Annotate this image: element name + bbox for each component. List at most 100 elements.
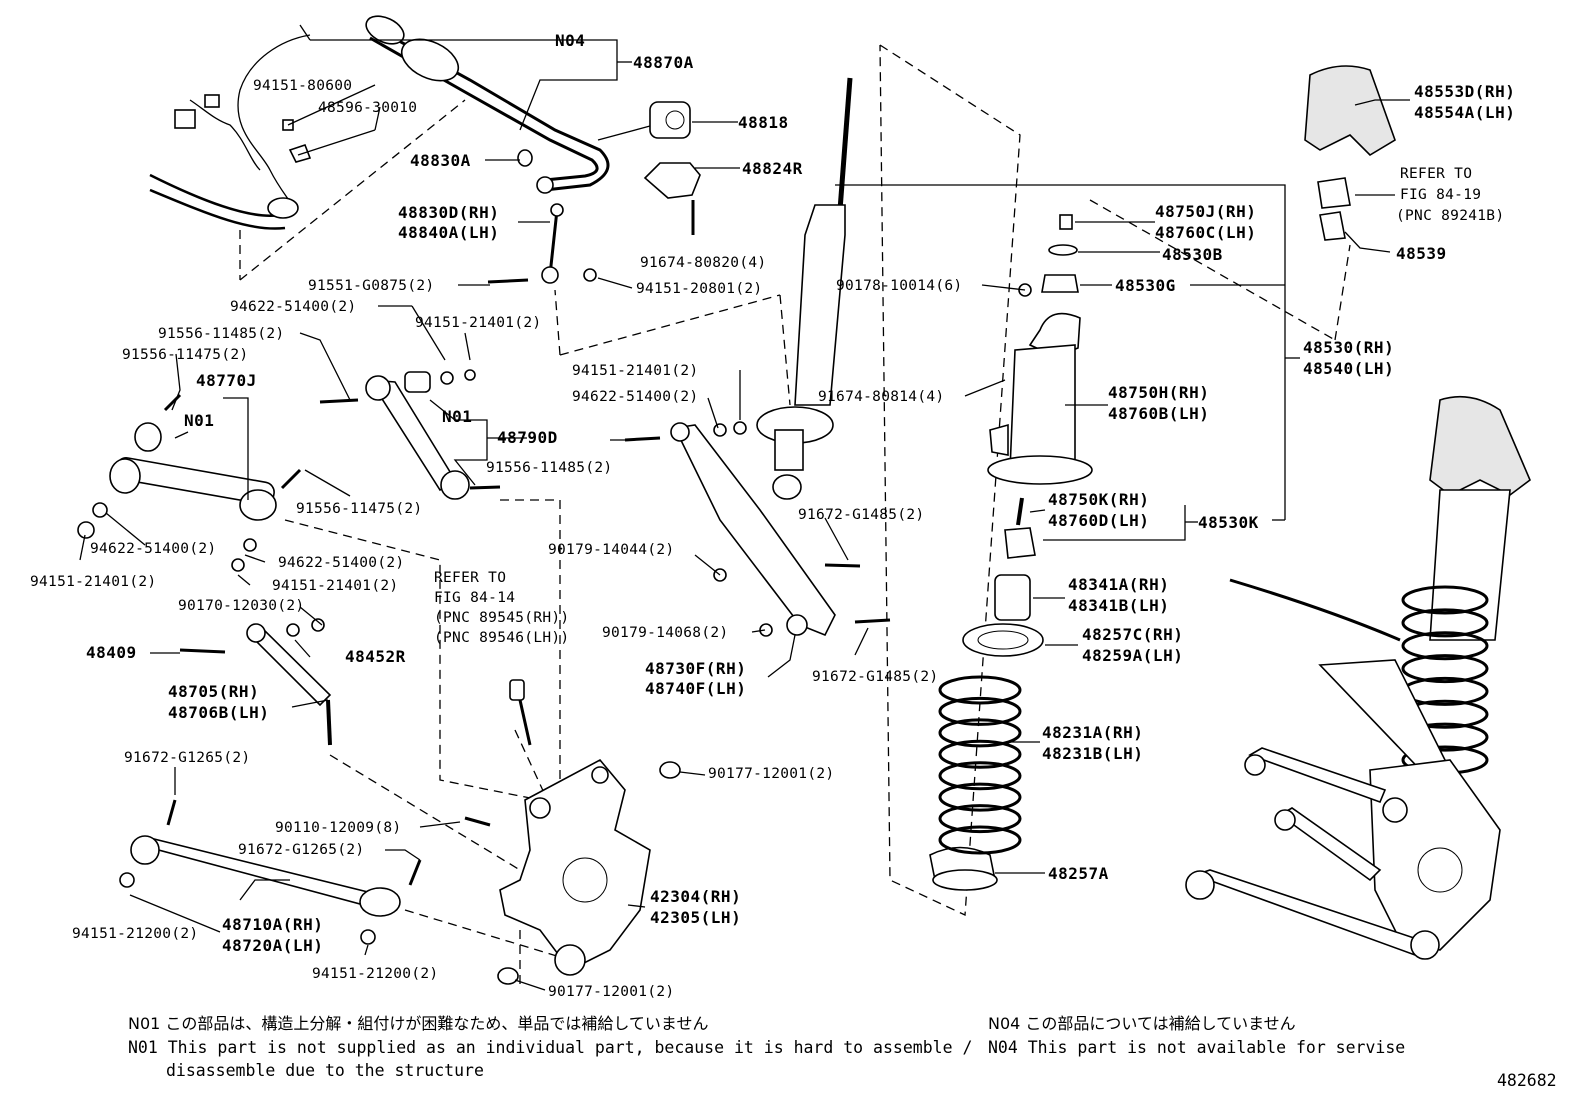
label-48760B-lh: 48760B(LH)	[1108, 404, 1209, 423]
label-48554A-lh: 48554A(LH)	[1414, 103, 1515, 122]
leader-lines	[79, 24, 1410, 991]
spring-coil-turn	[938, 804, 1022, 834]
label-48830A: 48830A	[410, 151, 471, 170]
refer-fig84-19-line2: FIG 84-19	[1400, 187, 1481, 203]
label-48760D-lh: 48760D(LH)	[1048, 511, 1149, 530]
toe-control-arm-48705	[179, 538, 332, 746]
label-91556-11485-a: 91556-11485(2)	[158, 326, 284, 342]
refer-fig84-19-line1: REFER TO	[1400, 166, 1472, 182]
label-48540-lh: 48540(LH)	[1303, 359, 1394, 378]
label-90178-10014: 90178-10014(6)	[836, 278, 962, 294]
label-90110-12009: 90110-12009(8)	[275, 820, 401, 836]
spring-coil-turn	[1401, 654, 1489, 684]
refer-fig84-19-line3: (PNC 89241B)	[1396, 208, 1504, 224]
label-48870A: 48870A	[633, 53, 694, 72]
label-48824R: 48824R	[742, 159, 803, 178]
spring-coil-turn	[938, 696, 1022, 726]
refer-fig84-14-line4: (PNC 89546(LH))	[434, 630, 569, 646]
label-94151-21200-a: 94151-21200(2)	[72, 926, 198, 942]
refer-fig84-14-line1: REFER TO	[434, 570, 506, 586]
label-90170-12030: 90170-12030(2)	[178, 598, 304, 614]
label-91672-g1265-a: 91672-G1265(2)	[124, 750, 250, 766]
note-n01-english-line1: N01 This part is not supplied as an indi…	[128, 1038, 972, 1057]
refer-fig84-14-line2: FIG 84-14	[434, 590, 515, 606]
label-48530G: 48530G	[1115, 276, 1176, 295]
spring-coil-turn	[938, 675, 1022, 705]
spring-coil-turn	[938, 825, 1022, 855]
label-91672-g1485-a: 91672-G1485(2)	[798, 507, 924, 523]
note-n01-english-line2: disassemble due to the structure	[166, 1061, 484, 1080]
label-48231B-lh: 48231B(LH)	[1042, 744, 1143, 763]
figure-number: 482682	[1497, 1071, 1557, 1090]
spring-coil-turn	[938, 761, 1022, 791]
label-48840A-lh: 48840A(LH)	[398, 223, 499, 242]
label-48790D: 48790D	[497, 428, 558, 447]
label-90179-14044: 90179-14044(2)	[548, 542, 674, 558]
label-n04: N04	[555, 31, 585, 50]
label-48341A-rh: 48341A(RH)	[1068, 575, 1169, 594]
label-48730F-rh: 48730F(RH)	[645, 659, 746, 678]
spring-coil-turn	[1401, 608, 1489, 638]
label-48750H-rh: 48750H(RH)	[1108, 383, 1209, 402]
note-n04-japanese: N04 この部品については補給していません	[988, 1014, 1296, 1033]
label-48750J-rh: 48750J(RH)	[1155, 202, 1256, 221]
upper-arm-48770J	[77, 393, 302, 539]
label-91556-11485-b: 91556-11485(2)	[486, 460, 612, 476]
stabilizer-link-48830D	[487, 203, 597, 284]
note-n04-english: N04 This part is not available for servi…	[988, 1038, 1405, 1057]
label-94151-21401-c: 94151-21401(2)	[272, 578, 398, 594]
refer-fig84-14-line3: (PNC 89545(RH))	[434, 610, 569, 626]
label-91672-g1485-b: 91672-G1485(2)	[812, 669, 938, 685]
label-94622-51400-d: 94622-51400(2)	[572, 389, 698, 405]
label-91551-g0875: 91551-G0875(2)	[308, 278, 434, 294]
label-91674-80814: 91674-80814(4)	[818, 389, 944, 405]
label-91556-11475-a: 91556-11475(2)	[122, 347, 248, 363]
label-94151-21401-b: 94151-21401(2)	[30, 574, 156, 590]
label-48596-30010: 48596-30010	[318, 100, 417, 116]
shock-absorber	[756, 77, 853, 500]
label-48770J: 48770J	[196, 371, 257, 390]
label-48539: 48539	[1396, 244, 1447, 263]
spring-coil-turn	[1401, 585, 1489, 615]
label-48760C-lh: 48760C(LH)	[1155, 223, 1256, 242]
label-48452R: 48452R	[345, 647, 406, 666]
label-94151-21401-d: 94151-21401(2)	[572, 363, 698, 379]
assembled-suspension-view	[1185, 65, 1531, 960]
label-94151-21401-a: 94151-21401(2)	[415, 315, 541, 331]
spring-coil-turn	[938, 739, 1022, 769]
label-90177-12001-a: 90177-12001(2)	[708, 766, 834, 782]
label-94622-51400-b: 94622-51400(2)	[90, 541, 216, 557]
label-48720A-lh: 48720A(LH)	[222, 936, 323, 955]
label-48830D-rh: 48830D(RH)	[398, 203, 499, 222]
label-48740F-lh: 48740F(LH)	[645, 679, 746, 698]
label-48341B-lh: 48341B(LH)	[1068, 596, 1169, 615]
spring-coil-turn	[1401, 631, 1489, 661]
label-48259A-lh: 48259A(LH)	[1082, 646, 1183, 665]
label-48409: 48409	[86, 643, 137, 662]
bracket-48824R	[643, 162, 701, 199]
label-48818: 48818	[738, 113, 789, 132]
label-94622-51400-c: 94622-51400(2)	[278, 555, 404, 571]
label-48257C-rh: 48257C(RH)	[1082, 625, 1183, 644]
note-n01-japanese: N01 この部品は、構造上分解・組付けが困難なため、単品では補給していません	[128, 1014, 708, 1033]
stabilizer-bar-assembly	[149, 15, 610, 230]
footnotes: N01 この部品は、構造上分解・組付けが困難なため、単品では補給していません N…	[128, 1014, 1557, 1090]
coil-spring	[938, 675, 1022, 855]
spring-coil-turn	[938, 718, 1022, 748]
label-48750K-rh: 48750K(RH)	[1048, 490, 1149, 509]
label-91674-80820: 91674-80820(4)	[640, 255, 766, 271]
label-48705-rh: 48705(RH)	[168, 682, 259, 701]
label-91556-11475-b: 91556-11475(2)	[296, 501, 422, 517]
label-94151-20801: 94151-20801(2)	[636, 281, 762, 297]
label-90179-14068: 90179-14068(2)	[602, 625, 728, 641]
trailing-arm-48730F	[624, 421, 891, 637]
label-94622-51400-a: 94622-51400(2)	[230, 299, 356, 315]
label-42305-lh: 42305(LH)	[650, 908, 741, 927]
label-48231A-rh: 48231A(RH)	[1042, 723, 1143, 742]
upper-arm-48790D	[319, 369, 501, 500]
label-90177-12001-b: 90177-12001(2)	[548, 984, 674, 1000]
label-48530B: 48530B	[1162, 245, 1223, 264]
strut-stack	[929, 214, 1093, 891]
label-94151-80600: 94151-80600	[253, 78, 352, 94]
label-42304-rh: 42304(RH)	[650, 887, 741, 906]
